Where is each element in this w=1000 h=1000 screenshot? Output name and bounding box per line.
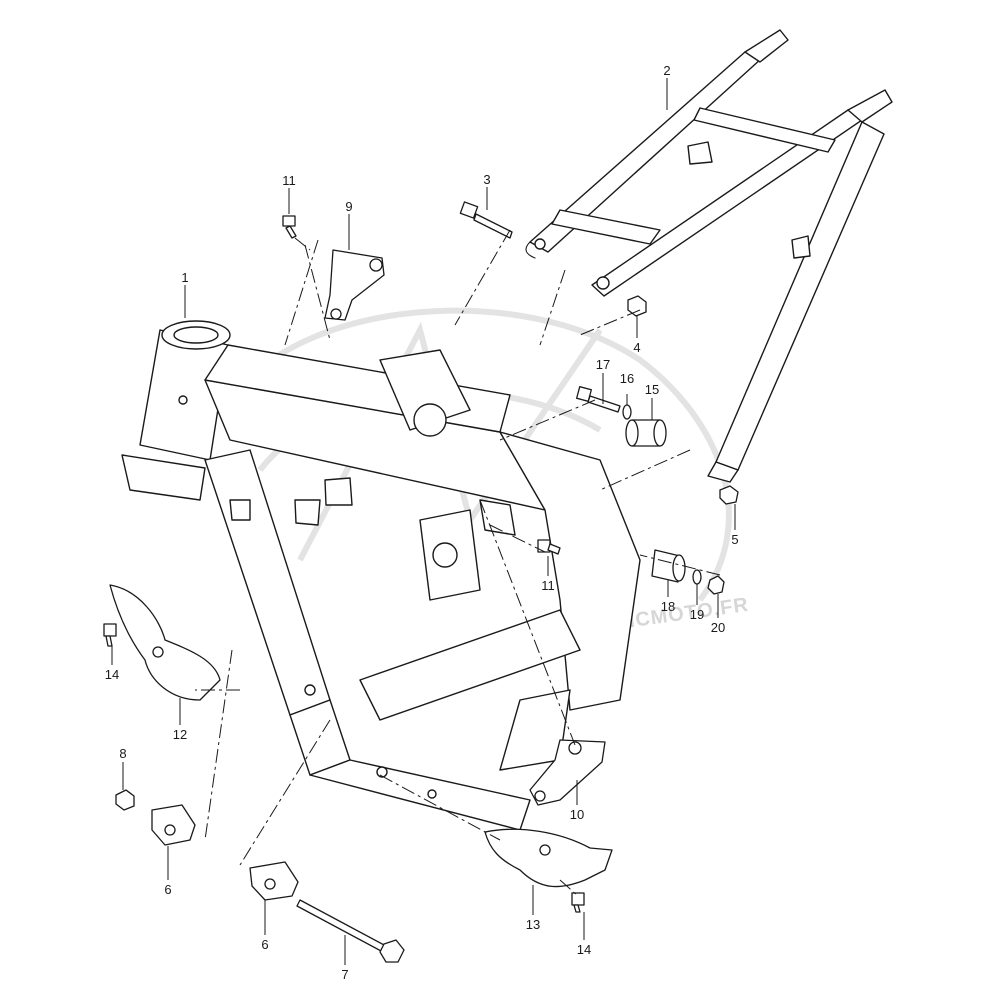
part-18-bushing (651, 549, 686, 583)
callout-15: 15 (645, 382, 659, 397)
part-15-bushing (625, 419, 667, 447)
part-11-bolt-top (282, 215, 297, 239)
callout-8: 8 (119, 746, 126, 761)
part-20-nut (707, 575, 725, 595)
part-6-mount-left (151, 804, 196, 846)
callout-1: 1 (181, 270, 188, 285)
callout-2: 2 (663, 63, 670, 78)
part-13-guard (484, 828, 613, 888)
part-9-bracket (324, 249, 385, 321)
part-5-bolt (719, 485, 739, 505)
callout-7: 7 (341, 967, 348, 982)
callout-20: 20 (711, 620, 725, 635)
part-3-bolt (459, 201, 513, 239)
callout-14-left: 14 (105, 667, 119, 682)
callout-11-top: 11 (282, 173, 296, 188)
callout-18: 18 (661, 599, 675, 614)
part-19-washer (692, 569, 702, 585)
callout-10: 10 (570, 807, 584, 822)
callout-6-left: 6 (164, 882, 171, 897)
part-14-bolt-bottom (571, 892, 585, 913)
callout-12: 12 (173, 727, 187, 742)
leader-lines (111, 78, 736, 965)
part-1-main-frame (121, 320, 641, 831)
part-16-washer (622, 404, 632, 420)
part-2-rear-subframe (525, 29, 893, 483)
part-8-nut (115, 789, 135, 811)
callout-labels: 1 2 3 4 5 6 6 7 8 9 10 11 11 12 13 14 14… (105, 63, 739, 982)
callout-6-bottom: 6 (261, 937, 268, 952)
callout-17: 17 (596, 357, 610, 372)
callout-19: 19 (690, 607, 704, 622)
part-17-bolt (576, 386, 621, 413)
part-4-nut (627, 295, 647, 317)
callout-5: 5 (731, 532, 738, 547)
callout-13: 13 (526, 917, 540, 932)
callout-16: 16 (620, 371, 634, 386)
assembly-lines (195, 229, 721, 897)
part-6-mount-bottom (249, 861, 299, 901)
callout-4: 4 (633, 340, 640, 355)
part-14-bolt-left (103, 623, 117, 647)
part-11-bolt-middle (537, 539, 561, 555)
callout-3: 3 (483, 172, 490, 187)
callout-11-middle: 11 (541, 578, 555, 593)
part-10-bracket (529, 739, 606, 806)
callout-9: 9 (345, 199, 352, 214)
part-7-long-bolt (296, 899, 405, 963)
part-12-guard (109, 584, 221, 701)
callout-14-bottom: 14 (577, 942, 591, 957)
